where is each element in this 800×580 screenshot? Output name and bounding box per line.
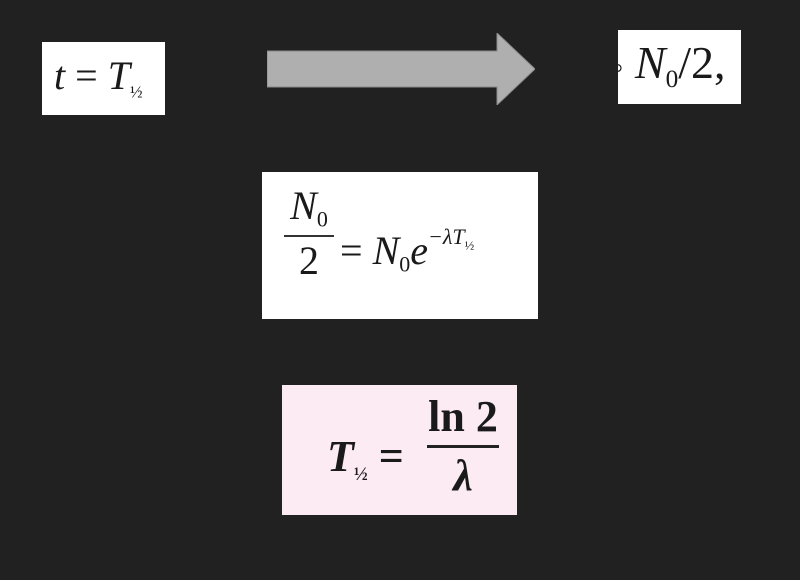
right-arrow-icon [267, 33, 535, 105]
numerator-subscript: 0 [316, 206, 328, 232]
numerator-N: N [290, 183, 317, 228]
fraction-n0-over-2: N0 2 [284, 186, 334, 281]
over-two: /2, [678, 37, 726, 88]
equation-half-decay: N0 2 = N0e−λT½ [262, 172, 538, 319]
formula-t-equals-half-life: t = T½ [42, 42, 165, 115]
variable-N: N [634, 37, 666, 88]
exponent-subscript: ½ [464, 238, 475, 253]
denominator-lambda: λ [453, 451, 473, 500]
clipped-fragment: ◦ [618, 49, 623, 85]
exponent: −λT [428, 224, 465, 249]
formula-n0-over-2: ◦ N0/2, [618, 30, 741, 104]
equals-sign: = [340, 227, 363, 273]
subscript-half: ½ [353, 464, 368, 485]
base-e: e [410, 227, 429, 273]
fraction-bar [427, 445, 499, 448]
variable-T: T [107, 53, 130, 98]
equals-sign: = [75, 53, 98, 98]
subscript-0: 0 [665, 64, 679, 93]
subscript-0: 0 [399, 251, 411, 277]
variable-N: N [372, 227, 400, 273]
variable-t: t [54, 53, 66, 98]
fraction-bar [284, 234, 334, 237]
denominator: 2 [299, 237, 319, 283]
fraction-ln2-over-lambda: ln 2 λ [427, 395, 499, 498]
subscript-half: ½ [129, 82, 143, 102]
equals-sign: = [378, 432, 404, 481]
equation-half-life: T½ = ln 2 λ [282, 385, 517, 515]
numerator-ln2: ln 2 [428, 392, 498, 441]
variable-T: T [327, 432, 354, 481]
